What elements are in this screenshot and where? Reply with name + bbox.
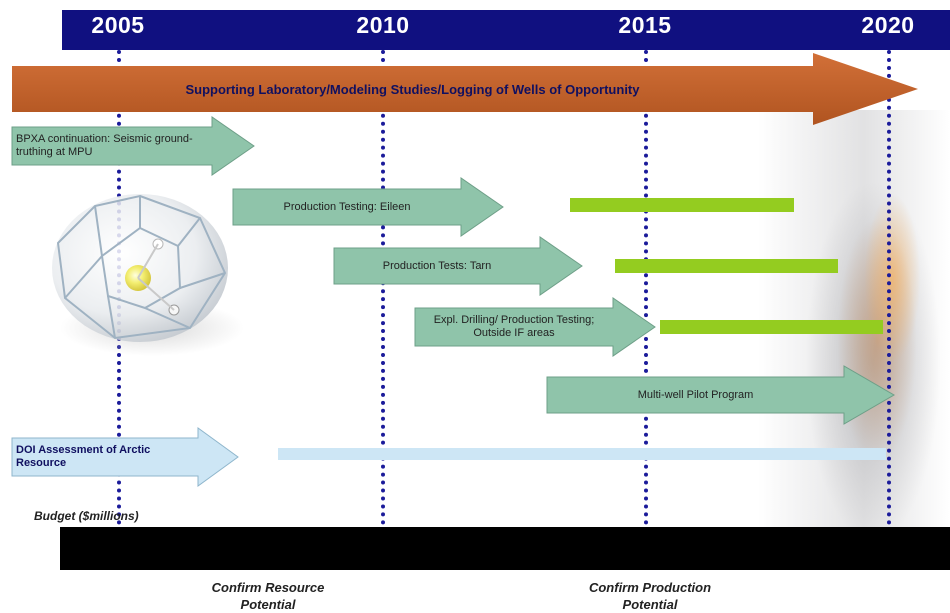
supporting-studies-arrow-shape bbox=[12, 53, 918, 125]
green-bar-expl-drilling bbox=[660, 320, 883, 334]
year-label-2010: 2010 bbox=[356, 12, 410, 38]
doi-assessment-arrow: DOI Assessment of Arctic Resource bbox=[11, 427, 239, 487]
bpxa-continuation-label: BPXA continuation: Seismic ground-truthi… bbox=[16, 133, 193, 158]
production-testing-eileen-label: Production Testing: Eileen bbox=[283, 200, 411, 213]
expl-drilling-label: Expl. Drilling/ Production Testing; Outs… bbox=[433, 314, 595, 339]
year-header-bar bbox=[62, 10, 950, 50]
multi-well-pilot-arrow-shape bbox=[546, 365, 895, 425]
guide-line-2020 bbox=[887, 50, 891, 525]
bpxa-continuation-arrow-shape bbox=[11, 116, 255, 176]
budget-label: Budget ($millions) bbox=[34, 509, 139, 523]
light-blue-bar-doi bbox=[278, 448, 886, 460]
production-tests-tarn-label: Production Tests: Tarn bbox=[382, 259, 492, 272]
supporting-studies-label: Supporting Laboratory/Modeling Studies/L… bbox=[185, 81, 640, 97]
production-tests-tarn-arrow: Production Tests: Tarn bbox=[333, 236, 583, 296]
phase-label-resource: Confirm Resource Potential bbox=[211, 580, 325, 612]
year-label-2015: 2015 bbox=[618, 12, 672, 38]
guide-line-2010 bbox=[381, 50, 385, 525]
bpxa-continuation-arrow: BPXA continuation: Seismic ground-truthi… bbox=[11, 116, 255, 176]
doi-assessment-label: DOI Assessment of Arctic Resource bbox=[16, 444, 151, 469]
budget-band bbox=[60, 527, 950, 570]
expl-drilling-arrow-shape bbox=[414, 297, 656, 357]
production-testing-eileen-arrow: Production Testing: Eileen bbox=[232, 177, 504, 237]
expl-drilling-arrow: Expl. Drilling/ Production Testing; Outs… bbox=[414, 297, 656, 357]
green-bar-eileen bbox=[570, 198, 794, 212]
hydrate-molecule-icon bbox=[52, 194, 244, 356]
year-label-2020: 2020 bbox=[861, 12, 915, 38]
production-testing-eileen-arrow-shape bbox=[232, 177, 504, 237]
green-bar-tarn bbox=[615, 259, 838, 273]
supporting-studies-arrow: Supporting Laboratory/Modeling Studies/L… bbox=[12, 53, 918, 125]
guide-line-2015 bbox=[644, 50, 648, 525]
year-label-2005: 2005 bbox=[91, 12, 145, 38]
doi-assessment-arrow-shape bbox=[11, 427, 239, 487]
multi-well-pilot-label: Multi-well Pilot Program bbox=[637, 388, 754, 401]
production-tests-tarn-arrow-shape bbox=[333, 236, 583, 296]
multi-well-pilot-arrow: Multi-well Pilot Program bbox=[546, 365, 895, 425]
phase-label-production: Confirm Production Potential bbox=[588, 580, 712, 612]
